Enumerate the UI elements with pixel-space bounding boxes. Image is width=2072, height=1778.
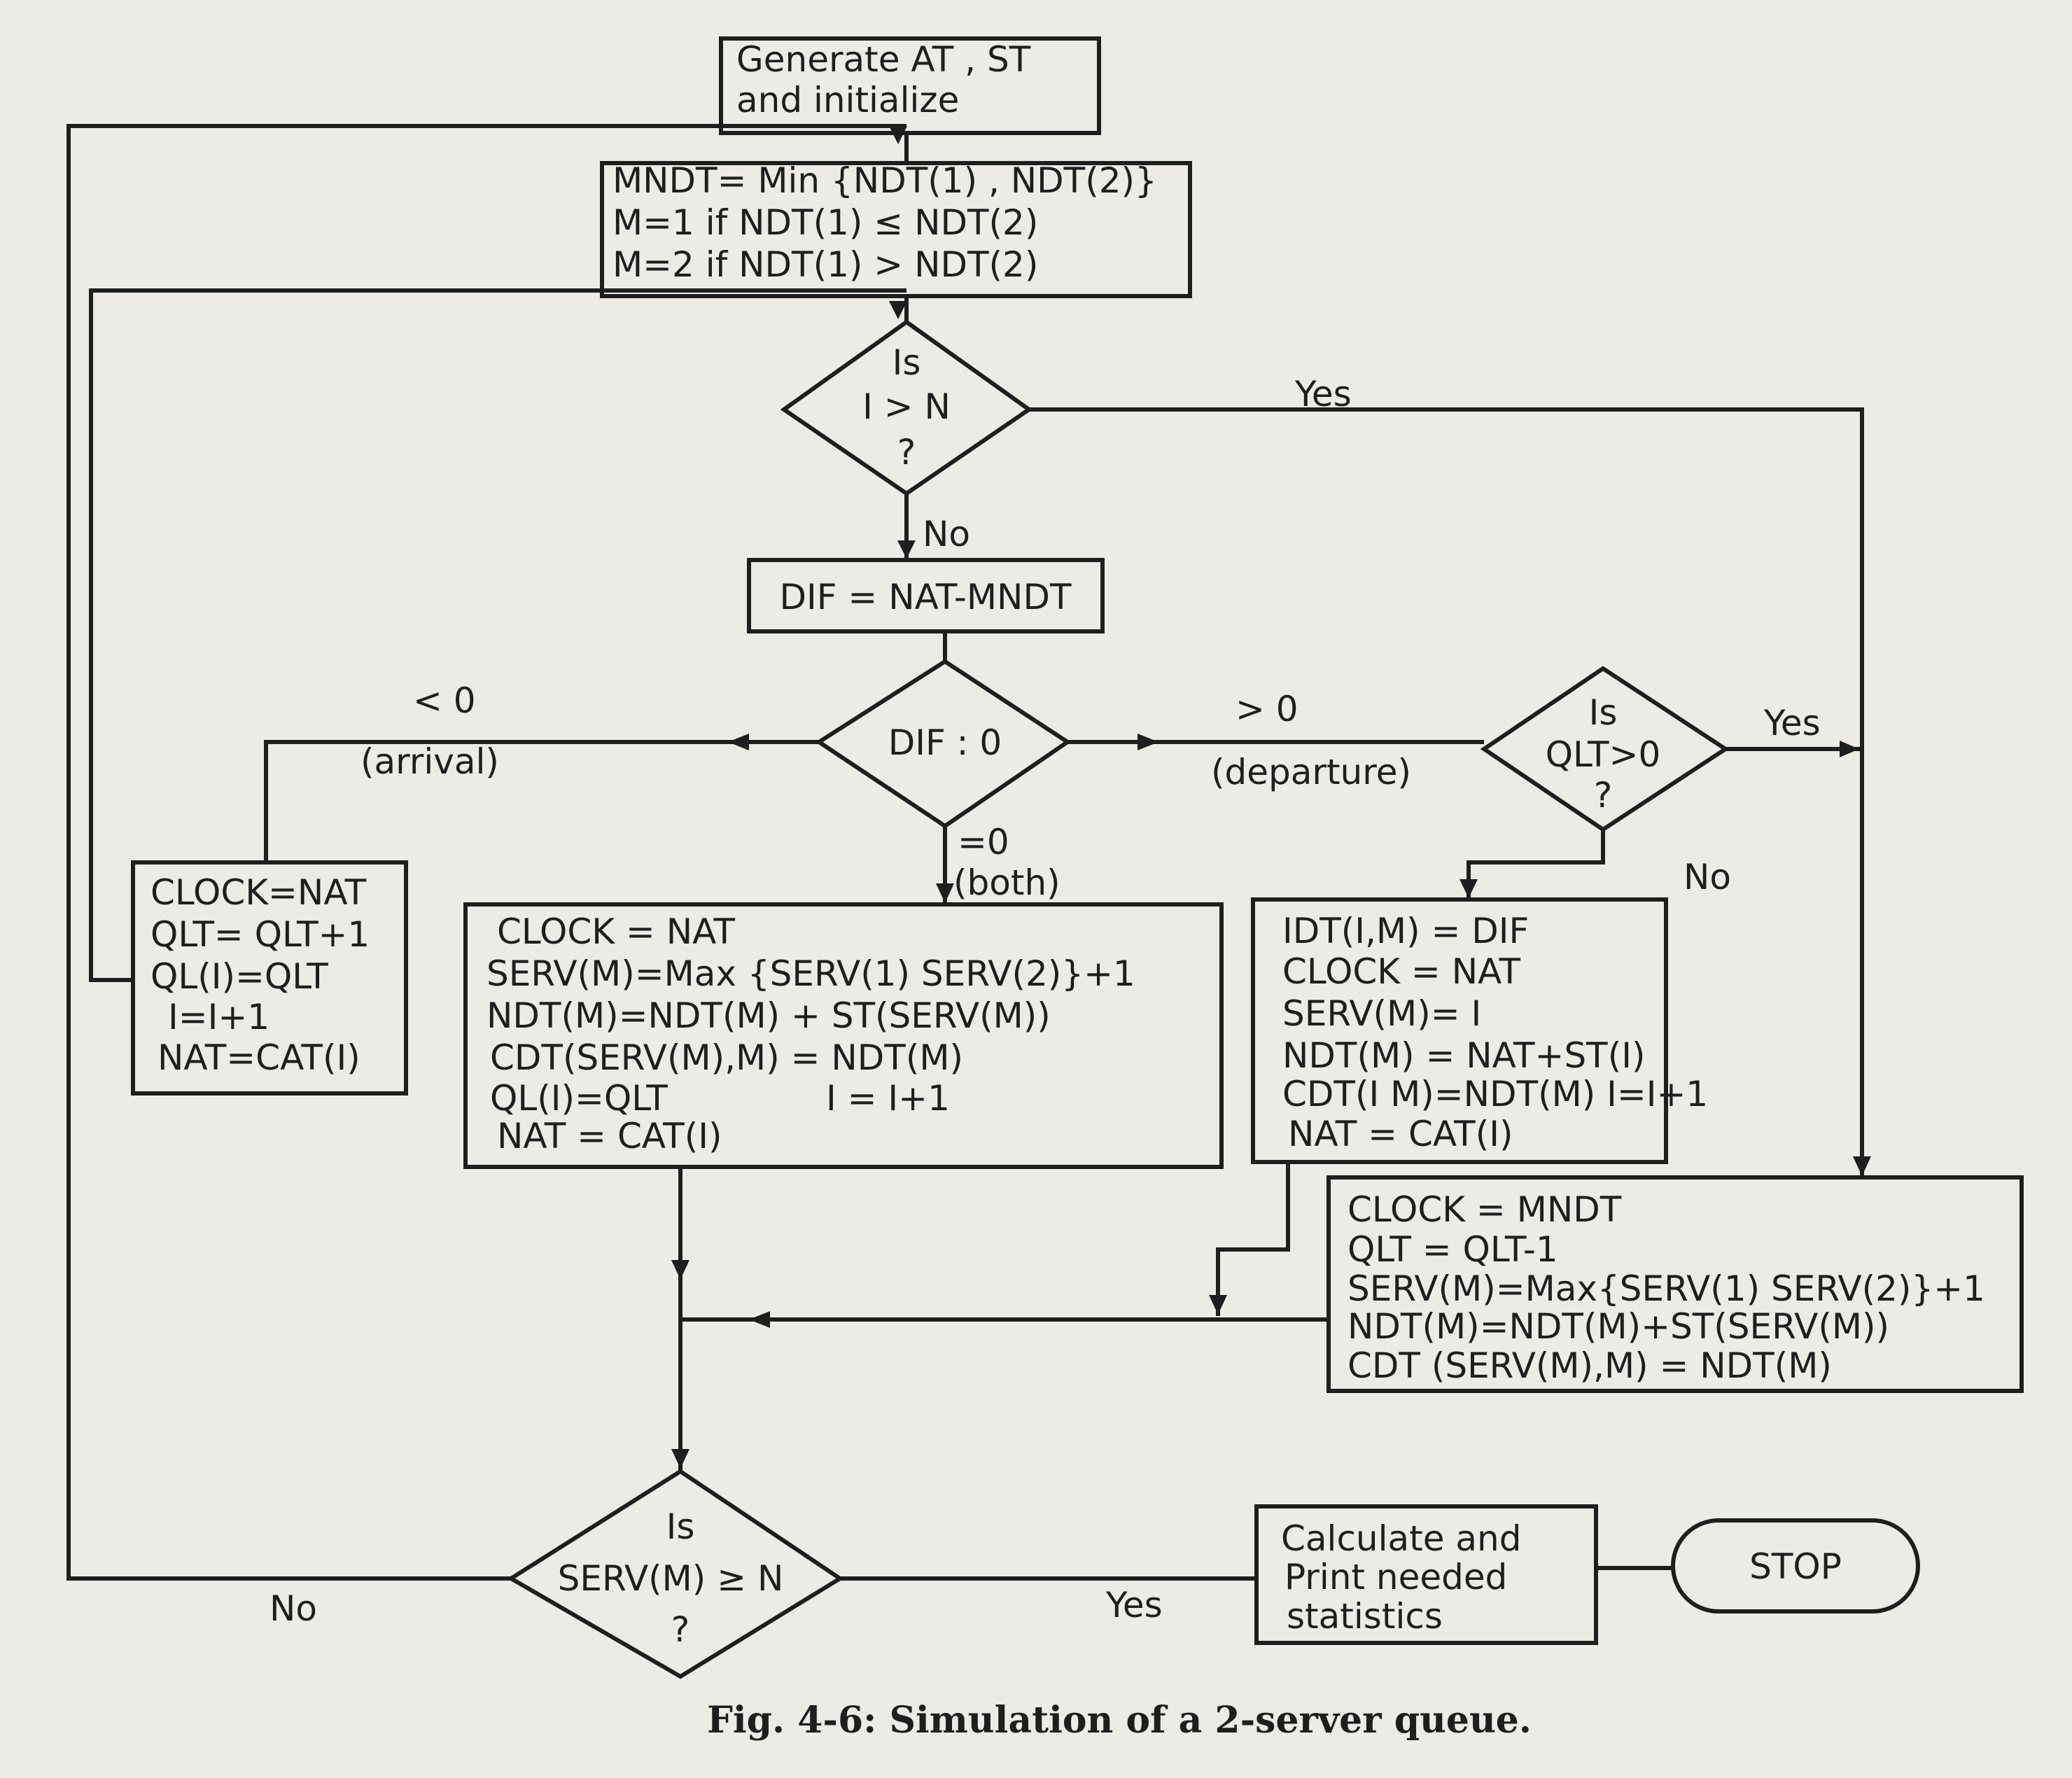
stats-box-line-1: Calculate and (1281, 1518, 1521, 1559)
arrowhead (936, 883, 954, 903)
departure-box-line-5: CDT (SERV(M),M) = NDT(M) (1348, 1345, 1832, 1386)
connector-serv-no-loop (66, 124, 906, 1581)
idle-box-line-4: NDT(M) = NAT+ST(I) (1282, 1035, 1645, 1076)
connector-arrival-loop (89, 288, 906, 982)
label-gt0: > 0 (1236, 689, 1298, 729)
mndt-box (600, 161, 1192, 298)
decision-serv-line-2: SERV(M) ≥ N (558, 1558, 784, 1599)
label-eq0: =0 (958, 822, 1009, 862)
stats-box (1254, 1504, 1598, 1645)
start-box-line-1: Generate AT , ST (736, 39, 1031, 80)
label-both: (both) (953, 862, 1060, 903)
arrowhead (671, 1449, 690, 1469)
decision-i-line-3: ? (897, 432, 916, 472)
arrowhead (1209, 1295, 1227, 1315)
dif-box-text: DIF = NAT-MNDT (780, 577, 1072, 617)
decision-serv-line-3: ? (671, 1609, 690, 1650)
departure-box-line-3: SERV(M)=Max{SERV(1) SERV(2)}+1 (1348, 1268, 1985, 1309)
mndt-box-line-3: M=2 if NDT(1) > NDT(2) (612, 244, 1038, 285)
arrowhead (897, 540, 916, 559)
both-box-line-4: CDT(SERV(M),M) = NDT(M) (490, 1037, 963, 1078)
both-box-line-1: CLOCK = NAT (497, 911, 735, 952)
arrival-box-line-3: QL(I)=QLT (150, 956, 328, 997)
both-box-line-2: SERV(M)=Max {SERV(1) SERV(2)}+1 (486, 953, 1135, 994)
decision-i-line-1: Is (892, 342, 921, 383)
label-yes-serv: Yes (1105, 1585, 1163, 1625)
decision-i-line-2: I > N (862, 386, 951, 427)
label-no-qlt: No (1684, 857, 1731, 897)
decision-qlt-line-2: QLT>0 (1546, 734, 1661, 775)
decision-serv (507, 1469, 844, 1679)
mndt-box-line-1: MNDT= Min {NDT(1) , NDT(2)} (612, 160, 1157, 201)
decision-qlt-line-3: ? (1594, 775, 1613, 816)
departure-box-line-2: QLT = QLT-1 (1348, 1229, 1558, 1270)
both-box-line-3: NDT(M)=NDT(M) + ST(SERV(M)) (486, 995, 1051, 1036)
arrowhead (1853, 1156, 1871, 1176)
arrival-box-line-4: I=I+1 (168, 997, 270, 1037)
idle-box-line-3: SERV(M)= I (1282, 993, 1481, 1034)
label-yes-i: Yes (1294, 374, 1352, 414)
both-box-line-7: NAT = CAT(I) (497, 1116, 722, 1156)
connector-idle-merge (1216, 1162, 1290, 1316)
arrowhead (889, 126, 907, 144)
arrowhead (1460, 879, 1478, 898)
connector-dif-arrival (264, 740, 819, 862)
stats-box-line-3: statistics (1287, 1596, 1443, 1637)
arrowhead (728, 734, 749, 750)
decision-serv-line-1: Is (666, 1506, 695, 1547)
departure-box (1326, 1175, 2024, 1393)
stats-box-line-2: Print needed (1284, 1557, 1507, 1597)
idle-box-line-5: CDT(I M)=NDT(M) I=I+1 (1282, 1074, 1708, 1114)
start-box-line-2: and initialize (736, 80, 959, 120)
label-arrival: (arrival) (360, 741, 499, 782)
connector-decision-i-yes (1029, 407, 1864, 1177)
arrowhead (889, 301, 907, 319)
label-no-serv: No (270, 1588, 317, 1629)
arrowhead (749, 1311, 770, 1328)
label-departure: (departure) (1211, 752, 1411, 792)
stop-text: STOP (1749, 1546, 1842, 1587)
idle-box-line-6: NAT = CAT(I) (1288, 1114, 1513, 1154)
arrowhead (1138, 734, 1158, 750)
idle-box-line-1: IDT(I,M) = DIF (1282, 911, 1529, 951)
label-lt0: < 0 (413, 680, 476, 721)
arrival-box-line-5: NAT=CAT(I) (158, 1037, 360, 1078)
decision-dif-text: DIF : 0 (888, 722, 1002, 763)
arrowhead (1840, 741, 1859, 757)
decision-qlt-line-1: Is (1589, 692, 1618, 733)
figure-caption: Fig. 4-6: Simulation of a 2-server queue… (707, 1699, 1532, 1742)
arrival-box-line-2: QLT= QLT+1 (150, 914, 370, 955)
departure-box-line-4: NDT(M)=NDT(M)+ST(SERV(M)) (1348, 1306, 1889, 1347)
idle-server-box (1251, 897, 1668, 1164)
mndt-box-line-2: M=1 if NDT(1) ≤ NDT(2) (612, 202, 1038, 243)
label-yes-qlt: Yes (1763, 703, 1821, 743)
departure-box-line-1: CLOCK = MNDT (1348, 1189, 1622, 1230)
dif-box (747, 558, 1105, 634)
idle-box-line-2: CLOCK = NAT (1282, 951, 1520, 992)
start-box (719, 36, 1101, 135)
both-box-line-5: QL(I)=QLT (490, 1078, 668, 1119)
both-box-line-6: I = I+1 (826, 1078, 950, 1119)
both-box (463, 902, 1224, 1169)
arrival-box-line-1: CLOCK=NAT (150, 872, 367, 913)
connector-qlt-no (1466, 830, 1605, 899)
label-no-i: No (923, 514, 970, 554)
arrowhead (671, 1260, 690, 1280)
